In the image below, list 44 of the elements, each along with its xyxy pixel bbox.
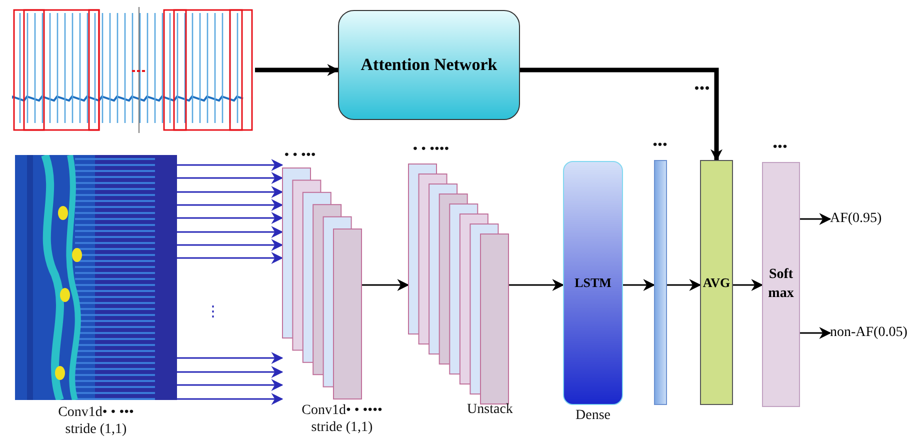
ellipsis-dots: • • •••	[283, 148, 317, 165]
ellipsis-dots: • • ••••	[412, 142, 450, 159]
layer-bar	[654, 160, 667, 405]
layer-caption: Conv1d• • ••• stride (1,1)	[57, 405, 135, 439]
ellipsis-dots: •••	[772, 140, 788, 157]
arrow	[177, 239, 284, 251]
output-label: AF(0.95)	[830, 209, 900, 229]
lstm-layer-box	[563, 161, 623, 405]
arrow	[177, 366, 284, 378]
ellipsis-dots: •••	[693, 80, 711, 98]
avg-layer-box	[700, 160, 733, 405]
ellipsis-dots: •••	[652, 138, 668, 155]
layer-name: LSTM	[574, 275, 612, 291]
output-label: non-AF(0.05)	[830, 323, 909, 343]
arrow	[509, 279, 564, 291]
arrow	[623, 279, 656, 291]
arrow	[177, 172, 284, 184]
ellipsis-dots: ⋮	[204, 303, 222, 321]
arrow	[177, 212, 284, 224]
arrow	[520, 68, 722, 162]
softmax-layer-box	[762, 162, 800, 407]
layer-name: Attention Network	[360, 55, 498, 75]
layer-name: AVG	[702, 274, 730, 290]
arrow	[667, 279, 702, 291]
arrow	[255, 64, 340, 76]
picture	[12, 5, 255, 135]
picture	[15, 155, 177, 400]
arrow	[177, 159, 284, 171]
arrow	[177, 379, 284, 391]
arrow	[177, 186, 284, 198]
arrow	[733, 279, 764, 291]
arrow	[177, 199, 284, 211]
layer-caption: Dense	[574, 408, 612, 425]
arrow	[177, 252, 284, 264]
attention-box	[338, 10, 520, 120]
arrow	[362, 279, 410, 291]
arrow	[177, 226, 284, 238]
arrow	[800, 213, 832, 225]
arrow	[177, 352, 284, 364]
arrow	[800, 327, 832, 339]
layer-name: Soft max	[767, 266, 795, 302]
layer-caption: Conv1d• • •••• stride (1,1)	[300, 403, 384, 437]
arrow	[177, 393, 284, 405]
layer-caption: Unstack	[466, 402, 514, 419]
